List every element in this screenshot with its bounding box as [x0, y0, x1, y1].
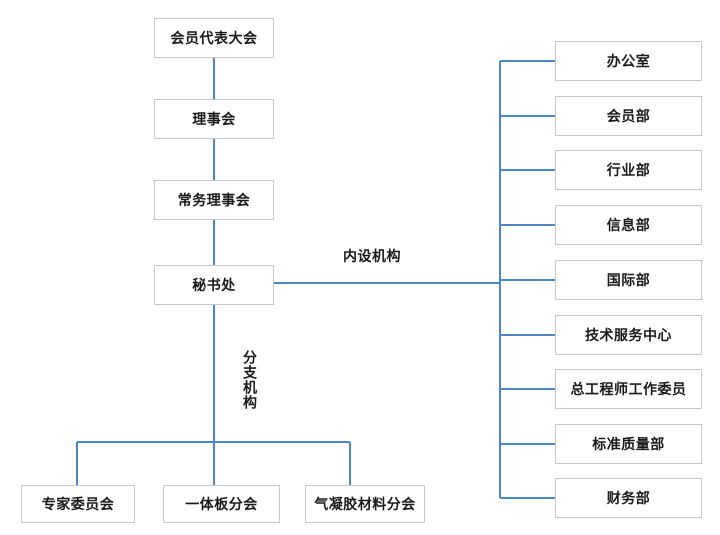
node-tech-service-center-label: 技术服务中心	[585, 327, 672, 343]
node-aerogel-branch-label: 气凝胶材料分会	[314, 496, 416, 512]
node-finance-label: 财务部	[606, 490, 651, 506]
node-council-label: 理事会	[192, 111, 236, 127]
node-international-label: 国际部	[606, 272, 651, 288]
node-information-label: 信息部	[606, 217, 651, 233]
node-aerogel-branch[interactable]: 气凝胶材料分会	[305, 485, 425, 523]
node-panel-branch[interactable]: 一体板分会	[163, 485, 280, 523]
node-assembly-label: 会员代表大会	[170, 30, 258, 46]
node-expert-committee-label: 专家委员会	[41, 496, 115, 512]
node-chief-engineer-committee[interactable]: 总工程师工作委员	[555, 369, 702, 409]
node-expert-committee[interactable]: 专家委员会	[21, 485, 135, 523]
node-standard-quality-label: 标准质量部	[592, 436, 665, 452]
node-council[interactable]: 理事会	[154, 99, 274, 139]
node-information[interactable]: 信息部	[555, 205, 702, 245]
node-industry[interactable]: 行业部	[555, 150, 702, 190]
node-standard-quality[interactable]: 标准质量部	[555, 424, 702, 464]
node-membership[interactable]: 会员部	[555, 96, 702, 136]
node-membership-label: 会员部	[606, 108, 651, 124]
node-chief-engineer-committee-label: 总工程师工作委员	[570, 381, 687, 397]
node-assembly[interactable]: 会员代表大会	[154, 18, 274, 58]
node-tech-service-center[interactable]: 技术服务中心	[555, 315, 702, 355]
node-finance[interactable]: 财务部	[555, 478, 702, 518]
node-international[interactable]: 国际部	[555, 260, 702, 300]
node-secretariat-label: 秘书处	[192, 277, 236, 293]
group-label-branch-organizations: 分支机构	[242, 350, 258, 410]
node-panel-branch-label: 一体板分会	[185, 496, 258, 512]
node-office[interactable]: 办公室	[555, 41, 702, 81]
node-secretariat[interactable]: 秘书处	[154, 265, 274, 305]
node-industry-label: 行业部	[606, 162, 651, 178]
node-standing-council-label: 常务理事会	[177, 192, 251, 208]
node-standing-council[interactable]: 常务理事会	[154, 180, 274, 220]
node-office-label: 办公室	[606, 53, 651, 69]
group-label-internal-departments: 内设机构	[343, 248, 401, 264]
